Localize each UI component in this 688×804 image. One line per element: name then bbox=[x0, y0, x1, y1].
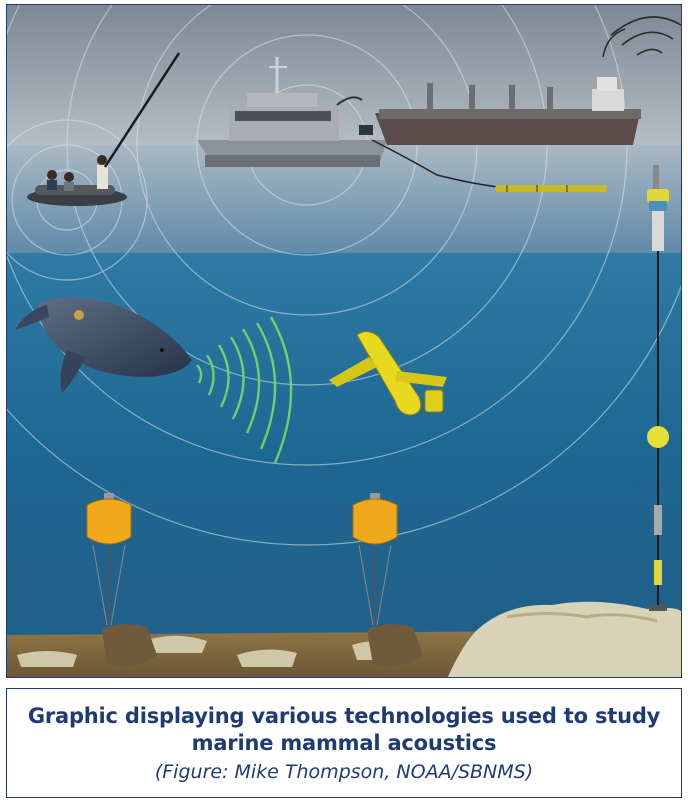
towed-array-icon bbox=[495, 185, 607, 192]
caption-title: Graphic displaying various technologies … bbox=[27, 704, 661, 755]
figure-illustration bbox=[6, 4, 682, 678]
research-vessel-icon bbox=[197, 57, 508, 189]
cargo-ship-icon bbox=[375, 77, 641, 145]
caption-credit: (Figure: Mike Thompson, NOAA/SBNMS) bbox=[154, 761, 534, 783]
buoy-sound-waves bbox=[602, 16, 681, 58]
ocean-glider-icon bbox=[329, 331, 447, 416]
small-boat-icon bbox=[27, 52, 181, 206]
surface-buoy-icon bbox=[647, 165, 669, 611]
figure-caption: Graphic displaying various technologies … bbox=[6, 688, 682, 798]
seafloor-recorder-icon bbox=[86, 493, 423, 667]
whale-call-waves bbox=[196, 316, 293, 464]
humpback-whale-icon bbox=[15, 297, 192, 393]
